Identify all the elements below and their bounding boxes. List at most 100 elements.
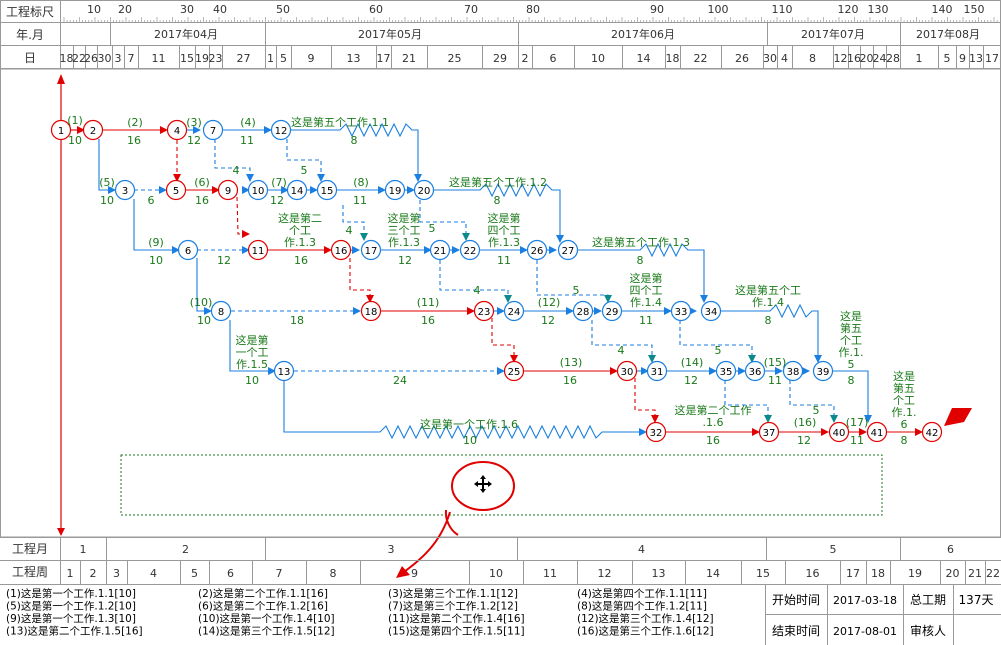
node-id: 6 — [185, 246, 191, 257]
day-cell: 17 — [985, 52, 999, 65]
edge-label: 24 — [393, 374, 407, 387]
node-15[interactable]: 15 — [316, 179, 338, 201]
node-24[interactable]: 24 — [503, 300, 525, 322]
node-30[interactable]: 30 — [616, 360, 638, 382]
node-28[interactable]: 28 — [572, 300, 594, 322]
ruler-number: 140 — [932, 3, 953, 16]
ruler-number: 110 — [772, 3, 793, 16]
node-36[interactable]: 36 — [744, 360, 766, 382]
finish-flag-icon — [944, 408, 972, 426]
node-4[interactable]: 4 — [166, 119, 188, 141]
day-cell: 29 — [493, 52, 507, 65]
node-5[interactable]: 5 — [165, 179, 187, 201]
eng-month-label: 工程月 — [12, 541, 48, 556]
node-8[interactable]: 8 — [210, 300, 232, 322]
node-9[interactable]: 9 — [217, 179, 239, 201]
edge-label: 12 — [270, 194, 284, 207]
node-21[interactable]: 21 — [429, 239, 451, 261]
node-2[interactable]: 2 — [82, 119, 104, 141]
month-cell: 2017年07月 — [801, 27, 865, 41]
node-circle — [503, 300, 525, 322]
ruler-label: 工程标尺 — [6, 4, 54, 19]
node-17[interactable]: 17 — [360, 239, 382, 261]
edge-label: 10 — [245, 374, 259, 387]
node-34[interactable]: 34 — [700, 300, 722, 322]
node-3[interactable]: 3 — [114, 179, 136, 201]
day-cell: 9 — [308, 52, 315, 65]
ruler-number: 90 — [650, 3, 664, 16]
node-37[interactable]: 37 — [758, 421, 780, 443]
node-id: 9 — [225, 186, 231, 197]
eng-week-cell: 19 — [908, 567, 922, 580]
node-38[interactable]: 38 — [782, 360, 804, 382]
node-circle — [384, 179, 406, 201]
selection-box[interactable] — [120, 454, 883, 516]
edge-label: 10 — [197, 314, 211, 327]
node-14[interactable]: 14 — [286, 179, 308, 201]
node-id: 13 — [278, 367, 291, 378]
edge-label: 12 — [187, 134, 201, 147]
node-27[interactable]: 27 — [557, 239, 579, 261]
node-16[interactable]: 16 — [330, 239, 352, 261]
node-7[interactable]: 7 — [202, 119, 224, 141]
node-6[interactable]: 6 — [177, 239, 199, 261]
node-id: 17 — [365, 246, 378, 257]
node-42[interactable]: 42 — [921, 421, 943, 443]
node-19[interactable]: 19 — [384, 179, 406, 201]
edge-8-13 — [229, 320, 276, 375]
month-cell: 2017年04月 — [154, 27, 218, 41]
node-33[interactable]: 33 — [670, 300, 692, 322]
node-id: 40 — [833, 428, 846, 439]
node-12[interactable]: 12 — [270, 119, 292, 141]
node-35[interactable]: 35 — [715, 360, 737, 382]
edge-23-25 — [491, 318, 518, 363]
node-circle — [601, 300, 623, 322]
eng-week-cell: 18 — [871, 567, 885, 580]
node-25[interactable]: 25 — [503, 360, 525, 382]
edge-9-11 — [236, 196, 250, 238]
node-circle — [202, 119, 224, 141]
eng-week-cell: 14 — [706, 567, 720, 580]
node-20[interactable]: 20 — [413, 179, 435, 201]
node-id: 35 — [720, 367, 733, 378]
node-id: 16 — [335, 246, 348, 257]
edge-label: 11 — [768, 374, 782, 387]
node-13[interactable]: 13 — [273, 360, 295, 382]
edge-label: 8 — [765, 314, 772, 327]
edge-label: 5 — [573, 284, 580, 297]
node-26[interactable]: 26 — [526, 239, 548, 261]
edge-label: (7) — [271, 176, 287, 189]
edge-label: 11 — [240, 134, 254, 147]
eng-month-cell: 2 — [182, 543, 189, 556]
node-18[interactable]: 18 — [360, 300, 382, 322]
edge-label: 作.1.3 — [488, 236, 520, 249]
node-32[interactable]: 32 — [645, 421, 667, 443]
node-23[interactable]: 23 — [473, 300, 495, 322]
edge-label: (15) — [764, 356, 787, 369]
day-cell: 14 — [637, 52, 651, 65]
node-39[interactable]: 39 — [812, 360, 834, 382]
day-cell: 17 — [377, 52, 391, 65]
ruler-number: 50 — [276, 3, 290, 16]
node-circle — [360, 239, 382, 261]
eng-week-cell: 12 — [598, 567, 612, 580]
time-axis-arrow-down — [57, 528, 65, 536]
node-10[interactable]: 10 — [247, 179, 269, 201]
node-id: 32 — [650, 428, 663, 439]
node-40[interactable]: 40 — [828, 421, 850, 443]
node-31[interactable]: 31 — [646, 360, 668, 382]
node-41[interactable]: 41 — [866, 421, 888, 443]
node-29[interactable]: 29 — [601, 300, 623, 322]
eng-week-cell: 6 — [227, 567, 234, 580]
node-22[interactable]: 22 — [459, 239, 481, 261]
ruler-number: 150 — [964, 3, 985, 16]
node-1[interactable]: 1 — [50, 119, 72, 141]
edge-label: 个工 — [840, 334, 862, 347]
edge-label: 16 — [294, 254, 308, 267]
node-circle — [670, 300, 692, 322]
edge-label: 作.1.3 — [284, 236, 316, 249]
node-11[interactable]: 11 — [247, 239, 269, 261]
node-id: 15 — [321, 186, 334, 197]
